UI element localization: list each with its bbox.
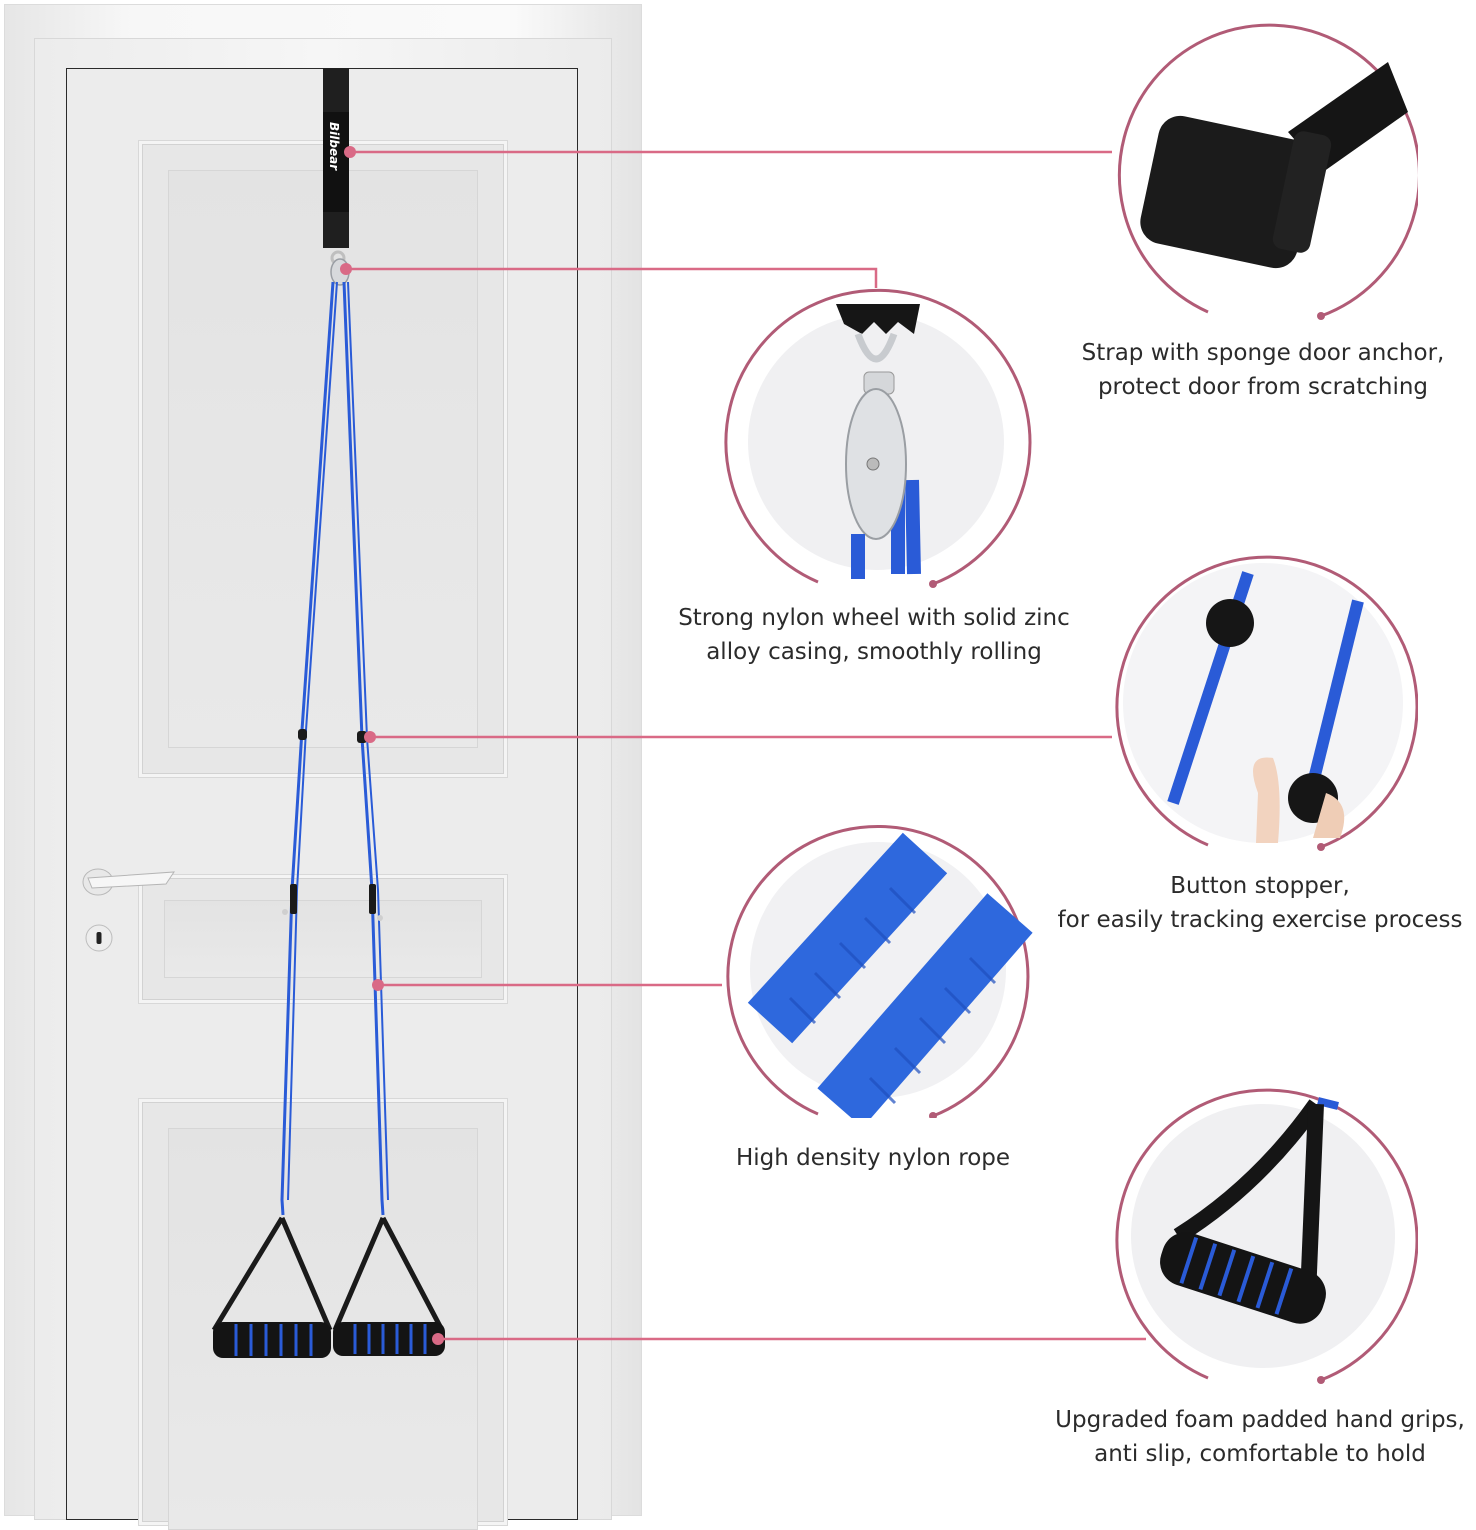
door-panel-middle xyxy=(139,875,507,1003)
callout-hand-grips xyxy=(1108,1086,1419,1386)
callout-line: Strong nylon wheel with solid zinc xyxy=(678,605,1070,631)
callout-line: Strap with sponge door anchor, xyxy=(1081,340,1445,366)
button-stopper-icon xyxy=(1115,555,1419,851)
callout-nylon-rope xyxy=(720,818,1036,1128)
hand-grip-icon xyxy=(1115,1088,1419,1384)
brand-label: Bilbear xyxy=(327,122,341,171)
callout-text-door-anchor: Strap with sponge door anchor, protect d… xyxy=(1060,336,1466,404)
callout-text-hand-grips: Upgraded foam padded hand grips, anti sl… xyxy=(1044,1403,1476,1471)
sponge-anchor-icon xyxy=(1117,23,1421,320)
callout-door-anchor xyxy=(1108,22,1421,322)
door xyxy=(66,68,578,1530)
door-handle-icon xyxy=(82,868,175,952)
callout-text-nylon-rope: High density nylon rope xyxy=(700,1141,1046,1175)
nylon-rope-icon xyxy=(726,825,1033,1128)
callout-line: Button stopper, xyxy=(1170,873,1350,899)
callout-line: alloy casing, smoothly rolling xyxy=(706,639,1042,665)
callout-text-pulley-wheel: Strong nylon wheel with solid zinc alloy… xyxy=(654,601,1094,669)
callout-button-stopper xyxy=(1108,553,1419,853)
callout-pulley-wheel xyxy=(718,284,1034,589)
callout-line: High density nylon rope xyxy=(735,1145,1011,1171)
pulley-system-illustration: Bilbear xyxy=(211,68,445,1358)
pulley-wheel-icon xyxy=(724,288,1032,588)
door-panel-middle-inset xyxy=(164,900,482,978)
door-panel-top-inset xyxy=(168,170,478,748)
callout-line: protect door from scratching xyxy=(1097,374,1429,400)
door-panel-top xyxy=(139,141,507,777)
callout-line: anti slip, comfortable to hold xyxy=(1094,1441,1426,1467)
callout-text-button-stopper: Button stopper, for easily tracking exer… xyxy=(1044,869,1476,937)
callout-line: for easily tracking exercise process xyxy=(1057,907,1463,933)
callout-line: Upgraded foam padded hand grips, xyxy=(1055,1407,1465,1433)
